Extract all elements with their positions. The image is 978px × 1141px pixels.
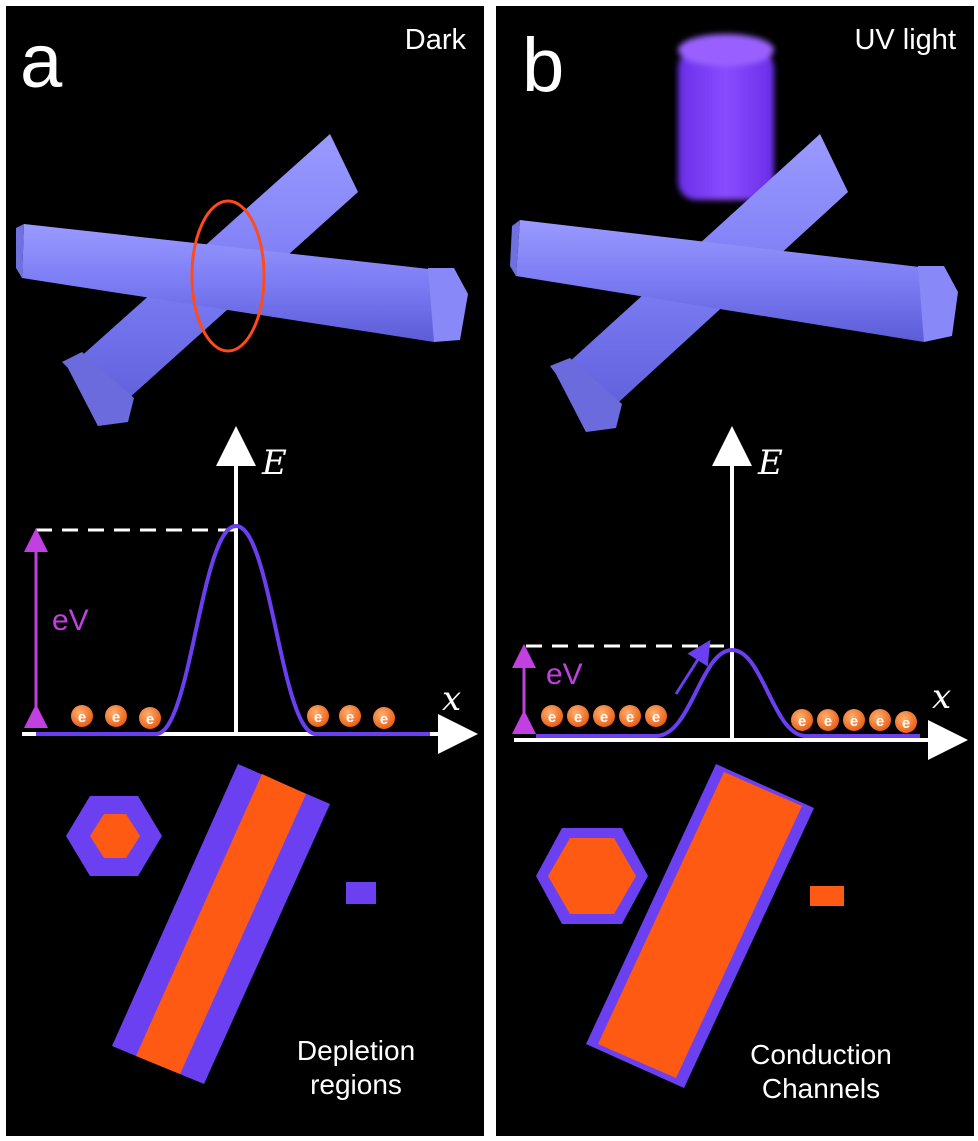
electron-symbol: e: [146, 711, 154, 728]
panel-a-dark: e e e e e e a Dark E x eV Depletion regions: [6, 6, 484, 1136]
legend-label-line1: Conduction: [750, 1039, 892, 1070]
electron-symbol: e: [824, 713, 832, 730]
electron: [567, 705, 589, 727]
electron-symbol: e: [78, 709, 86, 726]
tunneling-arrow: [674, 639, 711, 695]
legend-swatch-channel: [810, 886, 844, 906]
barrier-label: eV: [546, 658, 583, 691]
barrier-label: eV: [52, 604, 89, 637]
slab-channel: [598, 772, 802, 1078]
electron: [373, 707, 395, 729]
hexagon-channel: [90, 814, 140, 858]
legend-label-line1: Depletion: [296, 1035, 416, 1066]
condition-label: Dark: [404, 24, 466, 56]
electron: [619, 705, 641, 727]
electron: [895, 711, 917, 733]
electron: [71, 705, 93, 727]
energy-band-curve: [36, 523, 430, 736]
electron: [843, 709, 865, 731]
electron-symbol: e: [626, 709, 634, 726]
electron-symbol: e: [798, 713, 806, 730]
legend-label: Depletion regions: [276, 1034, 436, 1102]
electron: [791, 709, 813, 731]
legend-label-line2: regions: [310, 1069, 402, 1100]
slab-channel: [136, 774, 306, 1074]
legend-label-line2: Channels: [761, 1073, 881, 1104]
electron-symbol: e: [346, 709, 354, 726]
electron-symbol: e: [574, 709, 582, 726]
electron-symbol: e: [652, 709, 660, 726]
nanowire-horizontal: [510, 220, 958, 342]
electron-symbol: e: [314, 709, 322, 726]
energy-band-curve: [536, 647, 920, 738]
electron: [869, 709, 891, 731]
electron: [817, 709, 839, 731]
electron: [593, 705, 615, 727]
electron: [105, 705, 127, 727]
position-axis-label: x: [932, 677, 952, 717]
electron-symbol: e: [548, 709, 556, 726]
electron-symbol: e: [600, 709, 608, 726]
legend-label: Conduction Channels: [716, 1038, 926, 1106]
electron: [339, 705, 361, 727]
legend-swatch-depletion: [346, 882, 376, 904]
hexagon-channel: [548, 838, 636, 914]
electron-symbol: e: [850, 713, 858, 730]
position-axis-label: x: [442, 679, 462, 719]
uv-light-source: [678, 34, 774, 200]
electron-symbol: e: [902, 715, 910, 732]
panel-b-uv-light: e e e e e e e e e e b UV light E x eV Conduction…: [496, 6, 974, 1136]
panel-letter: b: [522, 23, 565, 108]
condition-label: UV light: [854, 24, 956, 56]
electron: [645, 705, 667, 727]
electron-symbol: e: [112, 709, 120, 726]
nanowire-horizontal: [16, 224, 468, 342]
panel-letter: a: [20, 19, 63, 104]
electron-symbol: e: [380, 711, 388, 728]
energy-axis-label: E: [262, 443, 287, 483]
cross-section-a: [66, 764, 330, 1084]
energy-axis-label: E: [758, 443, 783, 483]
electron-symbol: e: [876, 713, 884, 730]
electron: [139, 707, 161, 729]
junction-highlight-ellipse: [190, 199, 266, 353]
cross-section-b: [536, 764, 814, 1088]
electron: [541, 705, 563, 727]
electron: [307, 705, 329, 727]
